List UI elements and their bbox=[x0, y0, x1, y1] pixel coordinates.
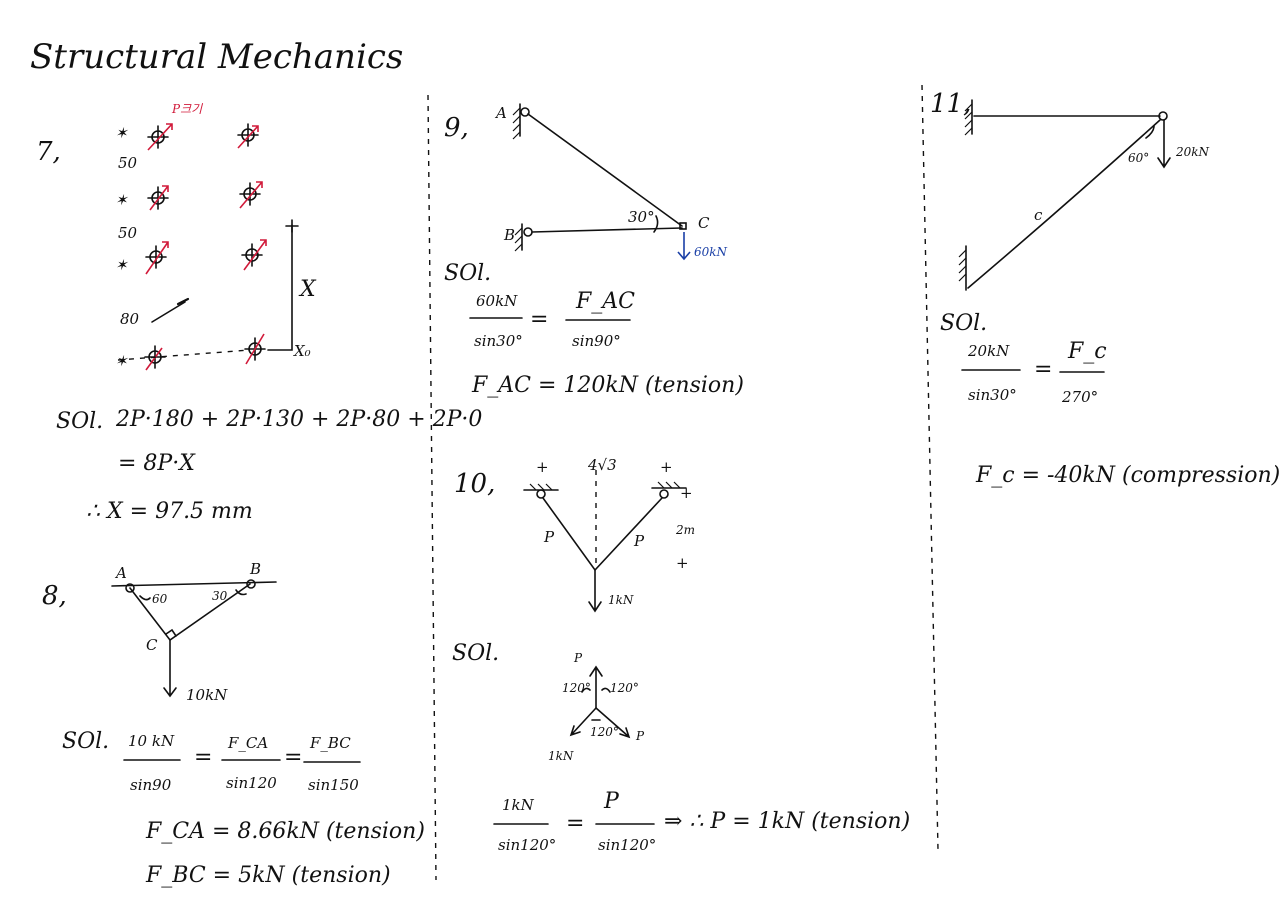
svg-text:sin120: sin120 bbox=[226, 774, 277, 792]
svg-text:P: P bbox=[603, 789, 620, 814]
problem-9-sol-label: SOl. bbox=[444, 261, 491, 286]
column-divider-right bbox=[921, 84, 939, 851]
svg-text:✶: ✶ bbox=[115, 191, 129, 209]
problem-9-result: F_AC = 120kN (tension) bbox=[471, 373, 744, 398]
problem-8-load: 10kN bbox=[186, 686, 228, 704]
problem-11-sol-label: SOl. bbox=[940, 311, 987, 336]
svg-text:sin120°: sin120° bbox=[598, 836, 656, 854]
problem-7-result: ∴ X = 97.5 mm bbox=[86, 499, 253, 524]
problem-8-equation: 10 kN sin90 = F_CA sin120 = F_BC sin150 bbox=[123, 732, 361, 794]
svg-text:60kN: 60kN bbox=[476, 292, 518, 310]
problem-10-height: 2m bbox=[675, 523, 695, 537]
svg-text:10 kN: 10 kN bbox=[128, 732, 175, 750]
problem-9-angle: 30° bbox=[628, 208, 655, 226]
problem-7-equation-1: 2P·180 + 2P·130 + 2P·80 + 2P·0 bbox=[115, 407, 482, 432]
problem-7-red-label: P크기 bbox=[171, 102, 203, 116]
column-divider-left bbox=[427, 94, 437, 881]
svg-text:F_AC: F_AC bbox=[575, 289, 635, 314]
problem-8-angle-a: 60 bbox=[152, 592, 168, 606]
svg-text:✶: ✶ bbox=[115, 256, 129, 274]
problem-8-label-c: C bbox=[146, 636, 158, 654]
problem-11-result: F_c = -40kN (compression) bbox=[975, 463, 1280, 488]
svg-text:sin120°: sin120° bbox=[498, 836, 556, 854]
problem-10-fd-p-top: P bbox=[573, 651, 583, 665]
problem-11-load: 20kN bbox=[1175, 145, 1210, 159]
problem-8-result-1: F_CA = 8.66kN (tension) bbox=[145, 819, 425, 844]
svg-text:=: = bbox=[530, 307, 548, 332]
svg-text:+: + bbox=[676, 554, 689, 572]
problem-9-label-b: B bbox=[503, 226, 515, 244]
problem-8-diagram: A B C 60 30 10kN bbox=[111, 560, 277, 704]
svg-text:sin90: sin90 bbox=[130, 776, 172, 794]
problem-7-equation-2: = 8P·X bbox=[118, 451, 196, 476]
svg-text:=: = bbox=[284, 745, 302, 770]
problem-8-number: 8, bbox=[42, 581, 67, 611]
svg-text:F_CA: F_CA bbox=[227, 734, 268, 752]
problem-11-angle: 60° bbox=[1128, 151, 1149, 165]
svg-text:✶: ✶ bbox=[115, 124, 129, 142]
problem-10-p-right: P bbox=[633, 532, 645, 550]
problem-10-fd-load: 1kN bbox=[548, 749, 574, 763]
problem-8-label-b: B bbox=[249, 560, 261, 578]
problem-9-label-c: C bbox=[698, 214, 710, 232]
problem-7-axis-x: X bbox=[298, 277, 317, 302]
problem-10-span: 4√3 bbox=[587, 456, 617, 474]
problem-10-diagram: + + + + 4√3 2m P P 1kN bbox=[523, 456, 695, 613]
svg-text:+: + bbox=[660, 458, 673, 476]
svg-text:+: + bbox=[536, 458, 549, 476]
svg-text:F_c: F_c bbox=[1067, 339, 1107, 364]
svg-text:=: = bbox=[1034, 357, 1052, 382]
page-title: Structural Mechanics bbox=[30, 37, 403, 77]
problem-11-member: c bbox=[1034, 206, 1043, 224]
problem-10-load: 1kN bbox=[608, 593, 634, 607]
problem-7-number: 7, bbox=[36, 137, 61, 167]
problem-9-diagram: A B C 30° 60kN bbox=[494, 103, 728, 261]
problem-10-fd-angle-2: 120° bbox=[610, 681, 639, 695]
problem-9-label-a: A bbox=[494, 104, 507, 122]
problem-8-angle-b: 30 bbox=[212, 589, 228, 603]
problem-10-fd-angle-3: 120° bbox=[590, 725, 619, 739]
problem-10-fd-angle-1: 120° bbox=[562, 681, 591, 695]
problem-10-result: ⇒ ∴ P = 1kN (tension) bbox=[664, 809, 910, 834]
svg-text:270°: 270° bbox=[1061, 388, 1098, 406]
problem-7-dim-1: 50 bbox=[118, 154, 138, 172]
svg-text:sin90°: sin90° bbox=[572, 332, 621, 350]
problem-9-equation: 60kN sin30° = F_AC sin90° bbox=[469, 289, 635, 350]
problem-10-equation: 1kN sin120° = P sin120° bbox=[493, 789, 656, 854]
problem-9-load: 60kN bbox=[694, 245, 728, 259]
svg-text:+: + bbox=[680, 484, 693, 502]
problem-11-diagram: 60° 20kN c bbox=[958, 99, 1210, 291]
svg-text:sin150: sin150 bbox=[308, 776, 359, 794]
svg-text:20kN: 20kN bbox=[967, 342, 1010, 360]
svg-text:sin30°: sin30° bbox=[474, 332, 523, 350]
problem-10-sol-label: SOl. bbox=[452, 641, 499, 666]
problem-7-axis-x0: X₀ bbox=[293, 342, 311, 360]
svg-text:=: = bbox=[566, 811, 584, 836]
problem-7-dim-2: 50 bbox=[118, 224, 138, 242]
svg-text:sin30°: sin30° bbox=[968, 386, 1017, 404]
problem-10-number: 10, bbox=[454, 469, 495, 499]
svg-text:=: = bbox=[194, 745, 212, 770]
problem-10-p-left: P bbox=[543, 528, 555, 546]
problem-9-number: 9, bbox=[444, 113, 469, 143]
problem-10-force-diagram: P P 1kN 120° 120° 120° bbox=[548, 651, 645, 763]
problem-7-bolt-pattern: ✶ ✶ ✶ ✶ 50 50 80 bbox=[115, 123, 317, 371]
problem-8-result-2: F_BC = 5kN (tension) bbox=[145, 863, 391, 888]
svg-text:1kN: 1kN bbox=[502, 796, 535, 814]
svg-text:✶: ✶ bbox=[115, 352, 129, 370]
problem-11-number: 11, bbox=[930, 89, 971, 119]
problem-8-sol-label: SOl. bbox=[62, 729, 109, 754]
problem-8-label-a: A bbox=[114, 564, 127, 582]
problem-7-dim-3: 80 bbox=[120, 310, 140, 328]
problem-7-sol-label: SOl. bbox=[56, 409, 103, 434]
problem-10-fd-p-right: P bbox=[635, 729, 645, 743]
problem-11-equation: 20kN sin30° = F_c 270° bbox=[961, 339, 1107, 406]
svg-text:F_BC: F_BC bbox=[309, 734, 351, 752]
